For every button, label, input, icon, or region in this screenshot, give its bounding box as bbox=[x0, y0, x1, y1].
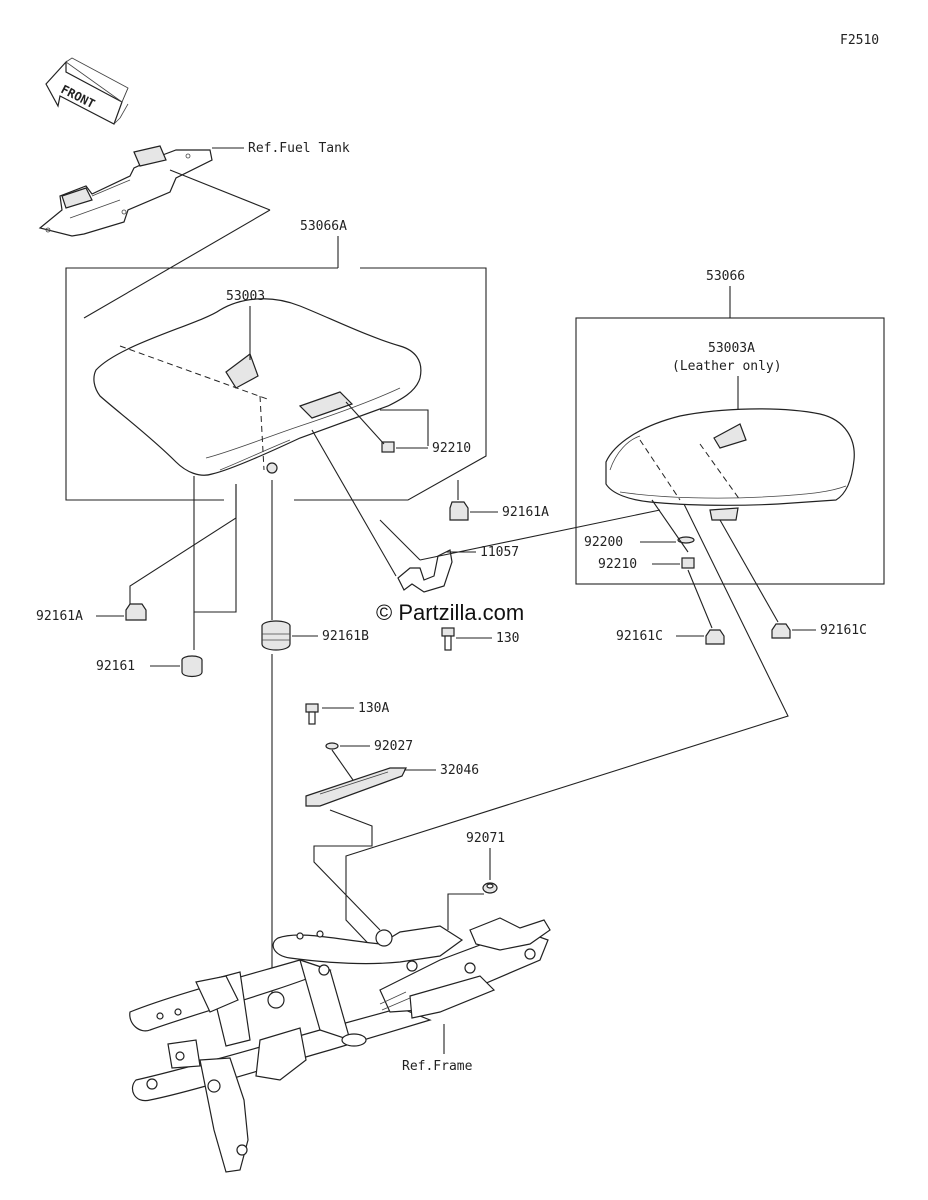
bracket-11057 bbox=[397, 549, 453, 593]
part-92161A-left-label: 92161A bbox=[36, 609, 83, 624]
rear-seat bbox=[605, 408, 855, 521]
part-130-label: 130 bbox=[496, 631, 519, 646]
washer-92200 bbox=[677, 536, 695, 544]
clip-92210-rear bbox=[681, 557, 695, 569]
washer-92027 bbox=[325, 742, 339, 750]
part-53066-label: 53066 bbox=[706, 269, 745, 284]
part-53066A-label: 53066A bbox=[300, 219, 347, 234]
fuel-tank-bracket bbox=[38, 145, 213, 237]
part-32046-label: 32046 bbox=[440, 763, 479, 778]
clip-92210 bbox=[381, 441, 395, 453]
damper-92161C-right bbox=[771, 623, 791, 639]
front-seat bbox=[93, 298, 422, 476]
damper-92161A-left bbox=[125, 603, 147, 621]
rear-frame bbox=[129, 917, 551, 1173]
ref-fuel-tank-label: Ref.Fuel Tank bbox=[248, 141, 350, 156]
part-92200-label: 92200 bbox=[584, 535, 623, 550]
part-53003A-note: (Leather only) bbox=[672, 359, 782, 374]
plate-32046 bbox=[305, 767, 407, 807]
part-92161B-label: 92161B bbox=[322, 629, 369, 644]
part-92161A-right-label: 92161A bbox=[502, 505, 549, 520]
part-92161C-left-label: 92161C bbox=[616, 629, 663, 644]
part-53003-label: 53003 bbox=[226, 289, 265, 304]
part-92210-rear-label: 92210 bbox=[598, 557, 637, 572]
figure-code: F2510 bbox=[840, 33, 879, 48]
part-130A-label: 130A bbox=[358, 701, 389, 716]
part-92027-label: 92027 bbox=[374, 739, 413, 754]
damper-92161B bbox=[261, 620, 291, 651]
grommet-92071 bbox=[482, 882, 498, 894]
part-11057-label: 11057 bbox=[480, 545, 519, 560]
part-92210-label: 92210 bbox=[432, 441, 471, 456]
part-53003A-label: 53003A bbox=[708, 341, 755, 356]
bolt-130 bbox=[441, 627, 455, 651]
bolt-130A bbox=[305, 703, 319, 725]
ref-frame-label: Ref.Frame bbox=[402, 1059, 473, 1074]
damper-92161A-right bbox=[449, 501, 469, 521]
part-92071-label: 92071 bbox=[466, 831, 505, 846]
damper-92161 bbox=[181, 655, 203, 678]
damper-92161C-left bbox=[705, 629, 725, 645]
part-92161C-right-label: 92161C bbox=[820, 623, 867, 638]
part-92161-label: 92161 bbox=[96, 659, 135, 674]
watermark: © Partzilla.com bbox=[376, 600, 524, 625]
front-arrow-icon: FRONT bbox=[45, 57, 129, 125]
